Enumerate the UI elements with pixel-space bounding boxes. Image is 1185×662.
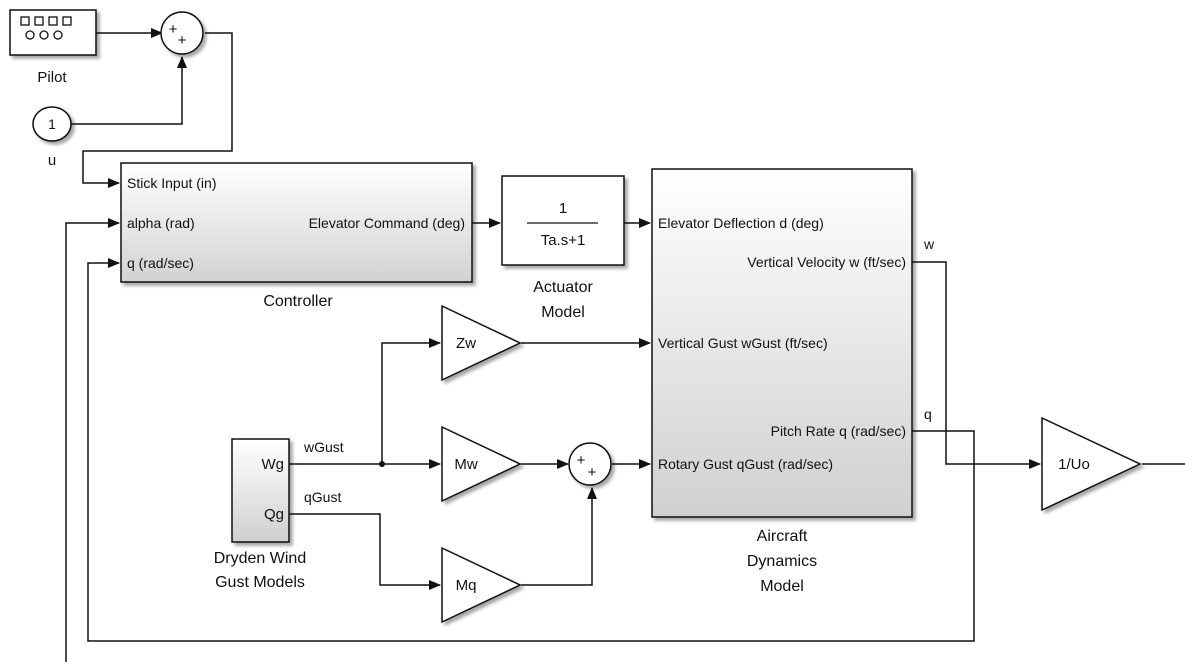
aircraft-dynamics-block[interactable]: Elevator Deflection d (deg) Vertical Gus…: [651, 168, 913, 518]
sum-plus-sign: +: [588, 464, 597, 481]
signal-label-w: w: [923, 236, 935, 252]
controller-label: Controller: [263, 293, 333, 310]
sum-plus-sign: +: [169, 21, 178, 38]
aircraft-output-vertical-velocity: Vertical Velocity w (ft/sec): [747, 254, 906, 270]
inport-u[interactable]: 1: [32, 106, 72, 142]
wire-qgust-to-mq: [289, 513, 441, 590]
wire-alpha-feedback: [65, 218, 120, 662]
controller-input-alpha: alpha (rad): [127, 215, 195, 231]
dryden-gust-block[interactable]: Wg Qg: [231, 438, 290, 543]
actuator-label-line1: Actuator: [533, 279, 593, 296]
sum-block-command[interactable]: + +: [160, 11, 204, 55]
dryden-port-qg: Qg: [264, 506, 284, 523]
wire-u-to-sum: [71, 56, 187, 125]
aircraft-input-elevator: Elevator Deflection d (deg): [658, 215, 824, 231]
gain-inv-uo[interactable]: 1/Uo: [1041, 416, 1142, 512]
wire-w-to-inv-uo: [907, 261, 1041, 469]
inport-label: u: [48, 152, 56, 169]
signal-label-q: q: [924, 406, 932, 422]
branch-point: [379, 461, 385, 467]
dryden-port-wg: Wg: [262, 456, 285, 473]
aircraft-output-pitch-rate: Pitch Rate q (rad/sec): [771, 423, 906, 439]
dryden-label-line2: Gust Models: [215, 574, 305, 591]
gain-inv-uo-label: 1/Uo: [1058, 456, 1090, 473]
aircraft-label-line3: Model: [760, 578, 804, 595]
controller-block[interactable]: Stick Input (in) alpha (rad) q (rad/sec)…: [120, 162, 473, 283]
actuator-denominator: Ta.s+1: [541, 232, 586, 249]
controller-input-stick: Stick Input (in): [127, 175, 216, 191]
actuator-block[interactable]: 1 Ta.s+1: [501, 175, 625, 266]
sum-plus-sign: +: [577, 452, 586, 469]
controller-input-q: q (rad/sec): [127, 255, 194, 271]
actuator-numerator: 1: [559, 200, 567, 217]
aircraft-label-line2: Dynamics: [747, 553, 817, 570]
sum-block-gust[interactable]: + +: [568, 442, 612, 486]
wire-wgust-to-zw: [381, 338, 441, 464]
wire-mq-to-sum: [521, 487, 597, 586]
signal-label-wgust: wGust: [303, 439, 344, 455]
pilot-label: Pilot: [37, 69, 67, 86]
gain-mq-label: Mq: [456, 577, 477, 594]
wire-q-feedback: [87, 258, 975, 642]
dryden-label-line1: Dryden Wind: [214, 550, 306, 567]
actuator-label-line2: Model: [541, 304, 585, 321]
gain-zw[interactable]: Zw: [441, 304, 522, 382]
aircraft-label-line1: Aircraft: [757, 528, 808, 545]
controller-output-elevator-command: Elevator Command (deg): [309, 215, 465, 231]
pilot-block[interactable]: [9, 9, 97, 56]
gain-mw-label: Mw: [454, 456, 477, 473]
inport-number: 1: [48, 116, 56, 132]
sum-plus-sign: +: [178, 32, 187, 49]
gain-zw-label: Zw: [456, 335, 476, 352]
signal-label-qgust: qGust: [304, 489, 341, 505]
wire-sum-to-stick-input: [82, 32, 233, 188]
aircraft-input-vertical-gust: Vertical Gust wGust (ft/sec): [658, 335, 828, 351]
signal-wires: [65, 28, 1185, 662]
gain-mw[interactable]: Mw: [441, 425, 522, 503]
gain-mq[interactable]: Mq: [441, 546, 522, 624]
aircraft-input-rotary-gust: Rotary Gust qGust (rad/sec): [658, 456, 833, 472]
